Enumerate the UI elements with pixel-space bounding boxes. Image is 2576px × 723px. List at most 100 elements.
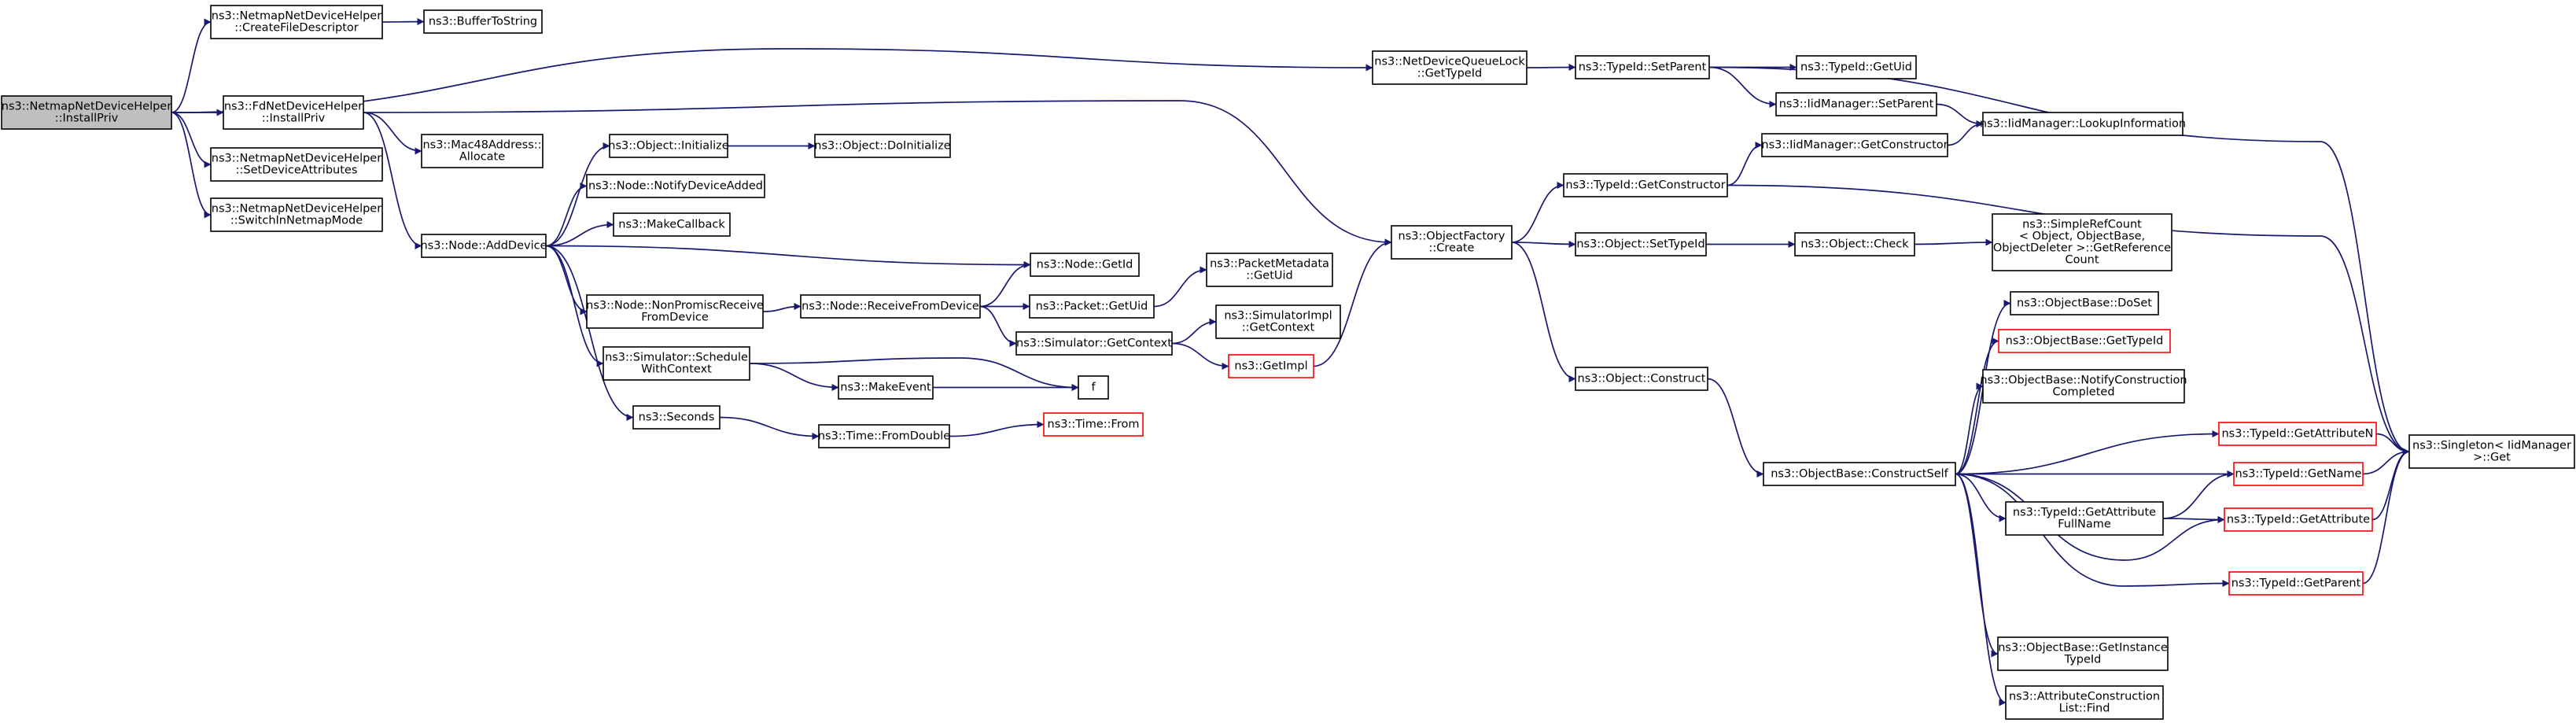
function-node[interactable]: ns3::MakeEvent	[838, 375, 934, 400]
node-label: ns3::Object::Initialize	[608, 140, 728, 153]
function-node[interactable]: ns3::ObjectBase::ConstructSelf	[1763, 462, 1956, 486]
call-edge	[171, 112, 212, 168]
edge-line	[1955, 338, 1999, 475]
function-node[interactable]: ns3::Object::Initialize	[608, 134, 729, 158]
function-node[interactable]: ns3::Node::AddDevice	[420, 234, 547, 258]
function-node[interactable]: ns3::SimpleRefCount< Object, ObjectBase,…	[1992, 213, 2172, 271]
function-node[interactable]: ns3::ObjectFactory::Create	[1391, 225, 1513, 260]
node-box	[1372, 50, 1528, 85]
node-label: ns3::SimulatorImpl	[1224, 310, 1332, 323]
function-node[interactable]: ns3::Node::GetId	[1030, 253, 1140, 277]
function-node[interactable]: ns3::ObjectBase::DoSet	[2010, 291, 2159, 315]
node-label: ns3::TypeId::SetParent	[1579, 61, 1707, 74]
node-box	[838, 375, 934, 400]
function-node[interactable]: ns3::ObjectBase::GetTypeId	[1998, 329, 2171, 353]
node-label: ::SetDeviceAttributes	[236, 164, 358, 177]
function-node[interactable]: ns3::Object::Check	[1794, 232, 1915, 256]
edge-line	[1708, 66, 2410, 456]
call-edge	[749, 363, 839, 391]
function-node[interactable]: ns3::TypeId::GetName	[2233, 462, 2364, 486]
function-node[interactable]: ns3::NetmapNetDeviceHelper::SwitchInNetm…	[210, 197, 383, 232]
node-box	[609, 134, 728, 158]
node-box	[223, 95, 364, 130]
function-node[interactable]: ns3::NetmapNetDeviceHelper::CreateFileDe…	[210, 5, 383, 39]
function-node[interactable]: ns3::Simulator::GetContext	[1015, 331, 1173, 356]
call-edge	[545, 245, 588, 315]
function-node[interactable]: ns3::FdNetDeviceHelper::InstallPriv	[223, 95, 364, 130]
node-box	[1391, 225, 1513, 260]
node-box	[800, 294, 981, 319]
node-label: ns3::Node::AddDevice	[420, 240, 547, 253]
function-node[interactable]: ns3::Seconds	[632, 405, 720, 430]
call-edge	[1947, 120, 1984, 146]
function-node[interactable]: ns3::TypeId::GetAttributeN	[2218, 422, 2377, 446]
function-node[interactable]: ns3::TypeId::GetParent	[2228, 571, 2364, 596]
call-edge	[545, 183, 588, 247]
node-label: TypeId	[2064, 654, 2102, 666]
edge-line	[363, 112, 422, 249]
function-node[interactable]: ns3::TypeId::GetConstructor	[1563, 173, 1728, 197]
node-box	[2005, 685, 2164, 720]
function-node[interactable]: ns3::IidManager::LookupInformation	[1980, 112, 2186, 136]
node-box	[210, 147, 383, 182]
function-node[interactable]: ns3::NetmapNetDeviceHelper::SetDeviceAtt…	[210, 147, 383, 182]
function-node[interactable]: f	[1078, 375, 1109, 400]
function-node[interactable]: ns3::GetImpl	[1228, 354, 1314, 378]
node-label: ns3::Object::Check	[1800, 238, 1909, 251]
function-node[interactable]: ns3::Time::From	[1043, 412, 1144, 437]
function-node[interactable]: ns3::Object::DoInitialize	[814, 134, 951, 158]
call-edge	[545, 221, 614, 247]
node-box	[814, 134, 951, 158]
function-node[interactable]: ns3::Mac48Address::Allocate	[421, 134, 544, 168]
call-edge	[1955, 382, 1984, 475]
function-node[interactable]: ns3::SimulatorImpl::GetContext	[1215, 304, 1341, 339]
node-label: Allocate	[459, 151, 505, 164]
function-node[interactable]: ns3::NetDeviceQueueLock::GetTypeId	[1372, 50, 1528, 85]
function-node[interactable]: ns3::IidManager::SetParent	[1775, 92, 1937, 116]
node-label: ns3::NetmapNetDeviceHelper	[2, 101, 171, 113]
call-edge	[979, 305, 1017, 347]
edge-line	[1914, 238, 1993, 246]
call-edge	[545, 245, 604, 367]
function-node[interactable]: ns3::Object::SetTypeId	[1575, 232, 1707, 256]
function-node[interactable]: ns3::PacketMetadata::GetUid	[1206, 253, 1333, 287]
function-node[interactable]: ns3::IidManager::GetConstructor	[1761, 133, 1948, 157]
function-node[interactable]: ns3::ObjectBase::NotifyConstructionCompl…	[1980, 369, 2187, 404]
function-node[interactable]: ns3::TypeId::SetParent	[1575, 55, 1710, 79]
node-box	[1015, 331, 1173, 356]
node-label: ns3::Seconds	[639, 411, 715, 424]
node-box	[2010, 291, 2159, 315]
node-label: ns3::TypeId::GetName	[2235, 468, 2362, 481]
function-node[interactable]: ns3::TypeId::GetUid	[1796, 55, 1917, 79]
node-box	[2224, 507, 2373, 532]
node-label: ns3::GetImpl	[1234, 360, 1307, 373]
call-edge	[2362, 448, 2410, 585]
call-edge	[719, 416, 820, 440]
function-node[interactable]: ns3::Singleton< IidManager>::Get	[2408, 434, 2575, 469]
edge-line	[171, 18, 212, 113]
edge-line	[2162, 515, 2225, 523]
node-label: ns3::ObjectBase::NotifyConstruction	[1980, 374, 2187, 387]
node-box	[1078, 375, 1109, 400]
node-label: ::GetTypeId	[1417, 68, 1482, 80]
function-node[interactable]: ns3::Node::ReceiveFromDevice	[800, 294, 981, 319]
call-edge	[2375, 433, 2410, 456]
node-label: < Object, ObjectBase,	[2019, 231, 2145, 243]
edge-line	[1955, 473, 1999, 658]
function-node[interactable]: ns3::Object::Construct	[1575, 367, 1708, 391]
function-node[interactable]: ns3::TypeId::GetAttribute	[2224, 507, 2373, 532]
function-node[interactable]: ns3::Packet::GetUid	[1029, 294, 1155, 319]
edge-line	[545, 245, 634, 421]
function-node[interactable]: ns3::Time::FromDouble	[818, 424, 950, 448]
function-node[interactable]: ns3::Node::NotifyDeviceAdded	[586, 174, 765, 198]
function-node[interactable]: ns3::BufferToString	[423, 9, 543, 34]
function-node[interactable]: ns3::MakeCallback	[613, 212, 731, 237]
edge-line	[2362, 448, 2410, 585]
function-node[interactable]: ns3::NetmapNetDeviceHelper::InstallPriv	[1, 95, 172, 130]
node-label: ns3::Object::Construct	[1578, 373, 1706, 385]
